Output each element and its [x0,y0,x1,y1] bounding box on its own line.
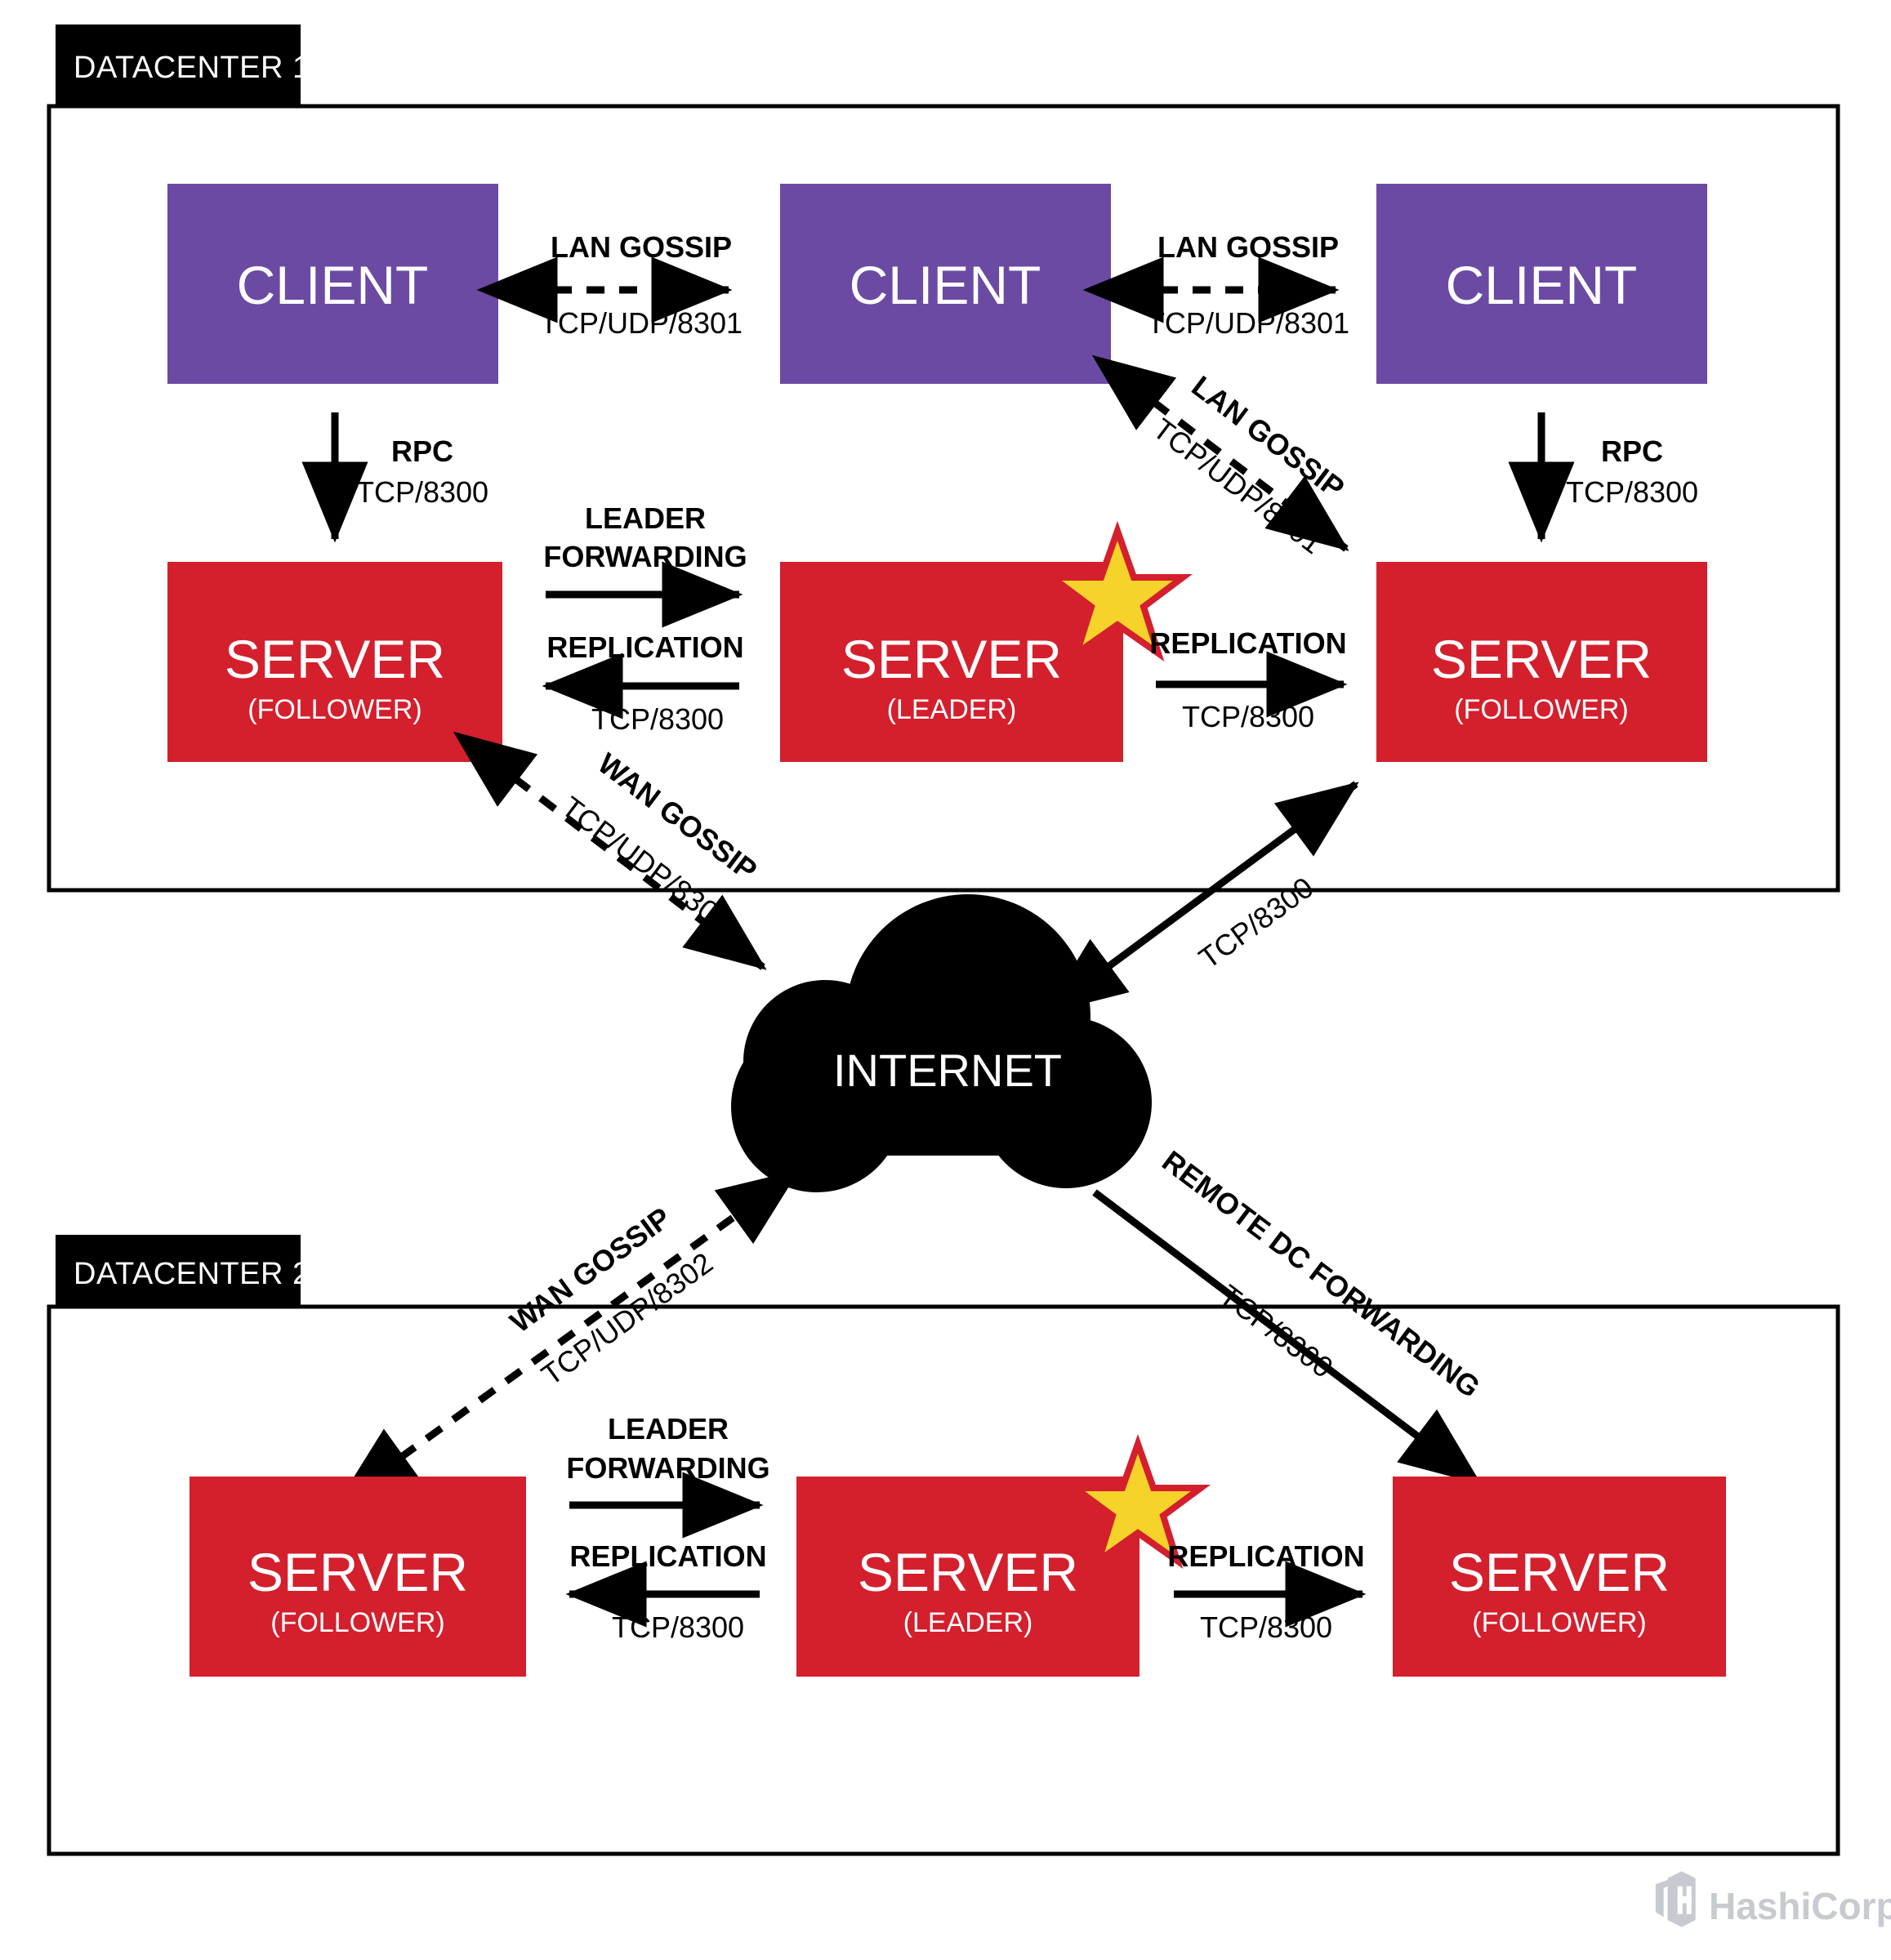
connection-label: RPC [1601,434,1663,468]
connection-port: TCP/8300 [1200,1610,1332,1644]
connection-dc1-replication-left: REPLICATION TCP/8300 [542,630,744,736]
server-label: SERVER [841,629,1062,689]
server-label: SERVER [1431,629,1652,689]
connection-port: TCP/8300 [356,475,488,509]
connection-label: LAN GOSSIP [551,230,732,264]
server-role: (FOLLOWER) [248,694,421,725]
server-role: (FOLLOWER) [1454,694,1628,725]
connection-dc1-rpc-left: RPC TCP/8300 [301,412,488,543]
connection-dc1-lan-gossip-clients-2: LAN GOSSIP TCP/UDP/8301 [1082,230,1349,340]
connection-label: REPLICATION [1149,626,1346,660]
client-box[interactable] [1376,184,1707,384]
dc1-server-right[interactable]: SERVER (FOLLOWER) [1376,562,1707,762]
connection-port: TCP/8300 [591,702,724,736]
dc1-server-left[interactable]: SERVER (FOLLOWER) [167,562,502,762]
internet-cloud[interactable]: INTERNET [731,894,1152,1192]
connection-label: REPLICATION [1167,1539,1364,1573]
hashicorp-logo-icon [1655,1871,1696,1927]
connection-dc1-leader-forwarding: LEADER FORWARDING [543,501,747,628]
cloud-icon [731,894,1152,1192]
dc2-server-right[interactable]: SERVER (FOLLOWER) [1393,1477,1726,1677]
leader-star-icon [1064,1433,1211,1570]
datacenter-2-border [47,1304,1840,1856]
server-box[interactable] [796,1477,1140,1677]
connection-dc1-lan-gossip-clients-1: LAN GOSSIP TCP/UDP/8301 [476,230,743,340]
connection-arrow [1091,354,1349,552]
connection-label-line2: FORWARDING [566,1451,769,1485]
connection-dc2-replication-left: REPLICATION TCP/8300 [565,1539,767,1644]
server-role: (LEADER) [903,1607,1033,1638]
connection-label: LAN GOSSIP [1157,230,1339,264]
dc2-server-center[interactable]: SERVER (LEADER) [796,1433,1211,1677]
datacenter-2-label: DATACENTER 2 [74,1257,310,1291]
connection-label: RPC [391,434,453,468]
cloud-label: INTERNET [833,1045,1062,1096]
connection-dc2-leader-forwarding: LEADER FORWARDING [566,1412,770,1539]
server-label: SERVER [1449,1542,1670,1602]
server-box[interactable] [167,562,502,762]
connection-label-line1: LEADER [585,501,706,535]
server-role: (LEADER) [887,694,1017,725]
server-label: SERVER [248,1542,468,1602]
connection-dc1-rpc-right: RPC TCP/8300 [1508,412,1698,543]
server-box[interactable] [1393,1477,1726,1677]
connection-port: TCP/UDP/8301 [540,306,743,340]
client-label: CLIENT [1446,255,1638,315]
dc1-server-center[interactable]: SERVER (LEADER) [780,520,1193,762]
server-box[interactable] [190,1477,526,1677]
hashicorp-wordmark: HashiCorp [1709,1885,1891,1927]
connection-label-line1: LEADER [608,1412,729,1446]
connection-arrow [1044,781,1359,1014]
server-label: SERVER [225,629,445,689]
datacenter-2-frame: DATACENTER 2 [47,1235,1840,1856]
connection-port: TCP/8300 [1182,700,1314,733]
connection-label-line2: FORWARDING [543,540,747,573]
server-label: SERVER [858,1542,1078,1602]
client-box[interactable] [780,184,1111,384]
dc2-server-left[interactable]: SERVER (FOLLOWER) [190,1477,526,1677]
connection-label: REPLICATION [569,1539,766,1573]
datacenter-1-tab [56,24,301,106]
leader-star-icon [1042,520,1193,662]
client-box[interactable] [167,184,498,384]
server-box[interactable] [1376,562,1707,762]
connection-arrow [1092,1189,1482,1486]
connection-port: TCP/8300 [1566,475,1698,509]
dc1-client-2[interactable]: CLIENT [780,184,1111,384]
datacenter-2-tab [56,1235,301,1308]
server-role: (FOLLOWER) [270,1607,444,1638]
datacenter-1-label: DATACENTER 1 [74,51,310,85]
datacenter-1-frame: DATACENTER 1 [47,24,1840,893]
hashicorp-branding: HashiCorp [1655,1871,1891,1927]
dc1-client-3[interactable]: CLIENT [1376,184,1707,384]
server-box[interactable] [780,562,1123,762]
datacenter-1-border [47,104,1840,893]
client-label: CLIENT [237,255,429,315]
connection-label: REPLICATION [546,630,743,664]
client-label: CLIENT [850,255,1041,315]
connection-arrow [337,1169,800,1503]
server-role: (FOLLOWER) [1472,1607,1646,1638]
dc1-client-1[interactable]: CLIENT [167,184,498,384]
connection-port: TCP/UDP/8301 [1147,306,1349,340]
connection-dc2-replication-right: REPLICATION TCP/8300 [1167,1539,1367,1644]
connection-dc1-replication-right: REPLICATION TCP/8300 [1149,626,1348,733]
connection-port: TCP/8300 [612,1610,744,1644]
